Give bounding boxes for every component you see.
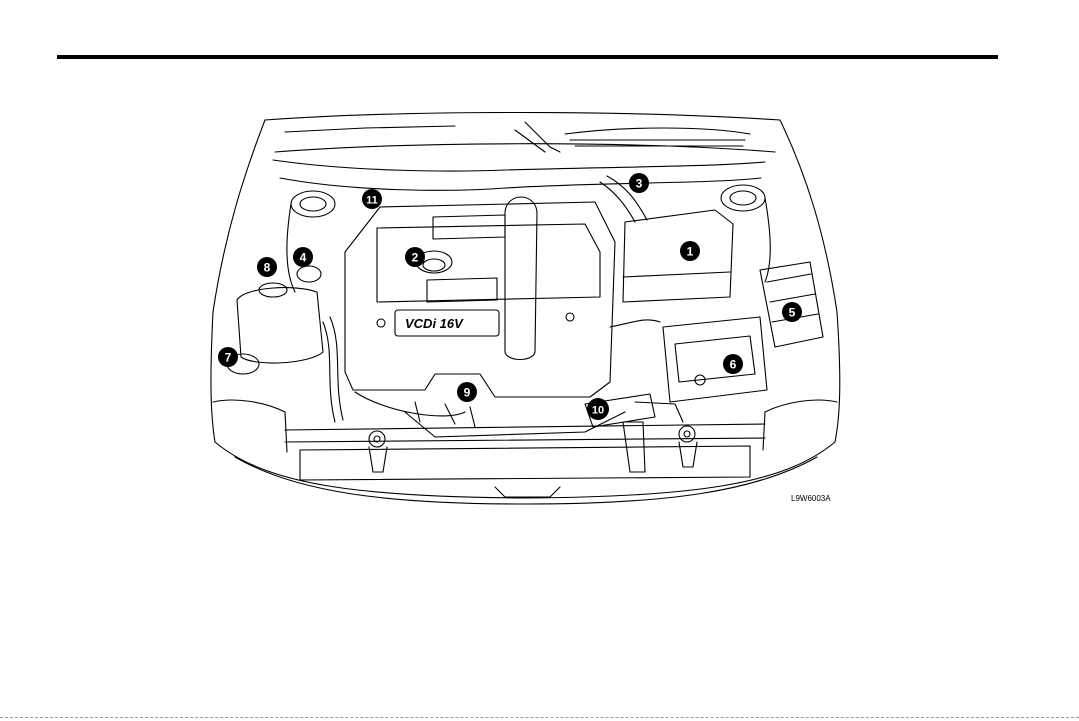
svg-text:5: 5 (789, 306, 796, 320)
svg-text:9: 9 (464, 386, 471, 400)
svg-text:6: 6 (730, 358, 737, 372)
svg-text:8: 8 (264, 261, 271, 275)
callout-5: 5 (782, 302, 802, 322)
callout-7: 7 (218, 347, 238, 367)
svg-text:10: 10 (592, 405, 604, 417)
callout-9: 9 (457, 382, 477, 402)
svg-text:2: 2 (412, 251, 419, 265)
footer-rule (0, 717, 1079, 718)
callout-11: 11 (362, 189, 382, 209)
engine-cover-label: VCDi 16V (405, 316, 464, 331)
svg-text:4: 4 (300, 251, 307, 265)
callout-2: 2 (405, 247, 425, 267)
callout-3: 3 (629, 173, 649, 193)
engine-compartment-illustration: VCDi 16V 1 2 3 4 5 6 7 (205, 112, 845, 512)
engine-drawing: VCDi 16V 1 2 3 4 5 6 7 (205, 112, 845, 512)
svg-text:7: 7 (225, 351, 232, 365)
header-rule (57, 55, 998, 59)
svg-text:3: 3 (636, 177, 643, 191)
svg-text:1: 1 (687, 245, 694, 259)
callout-4: 4 (293, 247, 313, 267)
svg-text:11: 11 (366, 195, 378, 207)
figure-code: L9W6003A (791, 494, 831, 503)
callout-10: 10 (587, 398, 609, 420)
callout-8: 8 (257, 257, 277, 277)
callout-1: 1 (680, 241, 700, 261)
callout-6: 6 (723, 354, 743, 374)
